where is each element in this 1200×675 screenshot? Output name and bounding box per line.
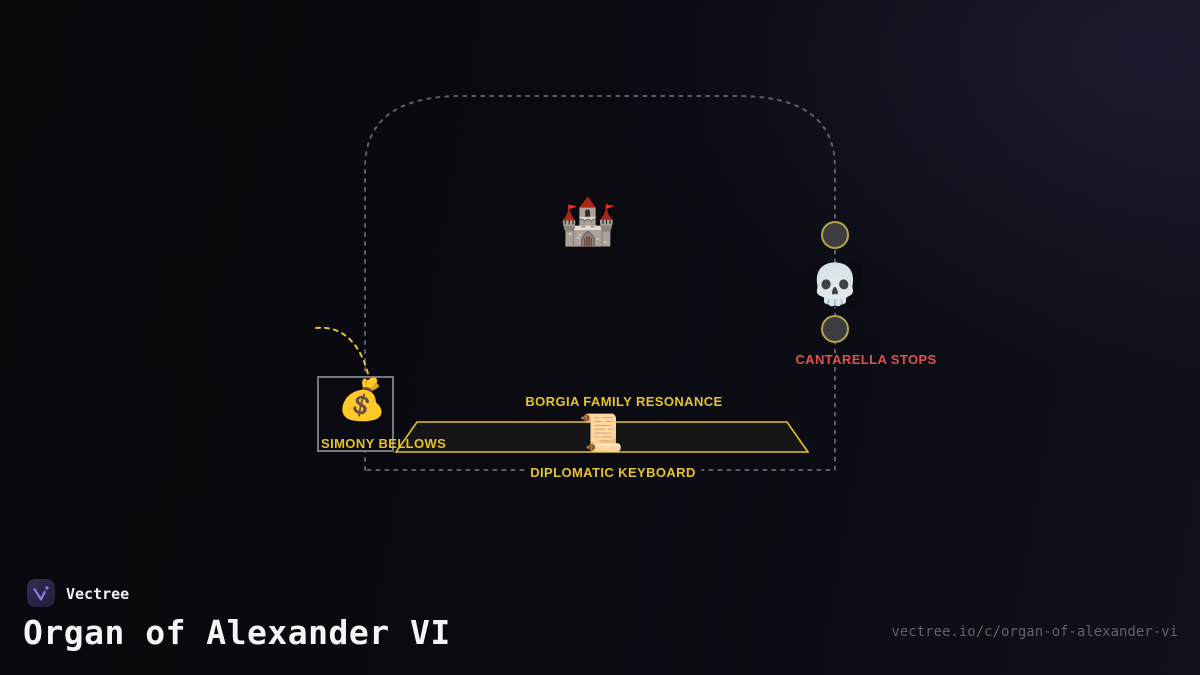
bellows-node-box: [317, 376, 394, 452]
keyboard-trapezoid: [394, 421, 810, 453]
label-borgia-family-resonance: BORGIA FAMILY RESONANCE: [525, 394, 723, 409]
bellows-air-curve: [315, 326, 369, 375]
label-simony-bellows: SIMONY BELLOWS: [321, 436, 447, 451]
skull-icon: 💀: [807, 263, 863, 307]
vectree-logo-icon: [33, 586, 49, 601]
page-title: Organ of Alexander VI: [23, 613, 451, 652]
money-bag-icon: 💰: [337, 378, 387, 422]
vectree-logo[interactable]: [27, 579, 55, 607]
label-diplomatic-keyboard: DIPLOMATIC KEYBOARD: [525, 464, 701, 481]
brand-name: Vectree: [66, 585, 130, 603]
stop-circle-bottom: [821, 315, 849, 343]
scroll-icon: 📜: [578, 412, 624, 453]
share-url-link[interactable]: vectree.io/c/organ-of-alexander-vi: [891, 624, 1178, 640]
label-cantarella-stops: CANTARELLA STOPS: [795, 352, 937, 367]
castle-icon: 🏰: [559, 195, 617, 247]
stop-circle-top: [821, 221, 849, 249]
